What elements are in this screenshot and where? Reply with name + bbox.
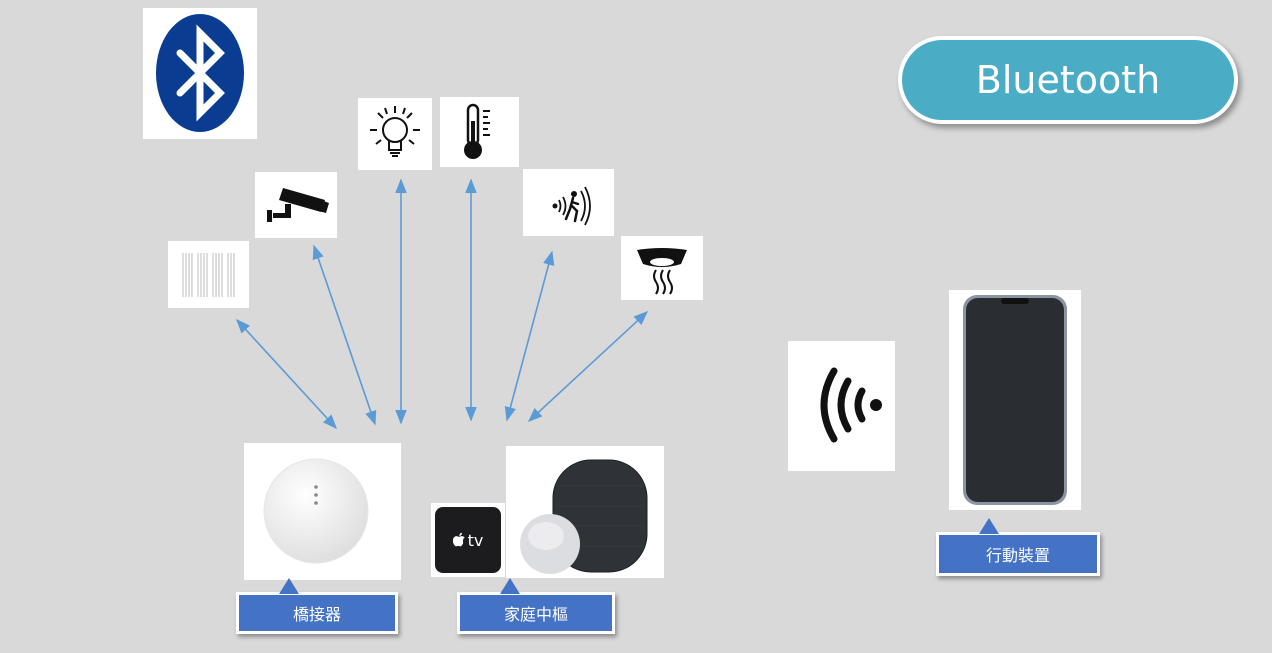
mobile-label-text: 行動裝置 [985,546,1050,565]
arrow-blinds [236,318,337,430]
smoke-detector-icon [637,248,687,295]
signal-tile [788,341,895,471]
bridge-device-tile [244,443,401,580]
smartphone [963,295,1067,505]
motion-sensor-icon [552,186,591,226]
apple-logo-icon [452,532,465,547]
apple-tv-text: tv [467,530,484,550]
mobile-label: 行動裝置 [936,518,1100,576]
smoke-tile [621,236,703,300]
bluetooth-logo-icon [156,14,244,132]
bulb-tile [358,98,432,170]
wireless-signal-icon [820,367,882,443]
thermometer-icon [464,103,490,159]
camera-tile [255,172,337,238]
thermometer-tile [440,97,519,167]
motion-tile [523,169,614,236]
security-camera-icon [267,188,329,222]
bridge-label: 橋接器 [236,578,398,634]
homepod-tile [506,446,664,578]
home-hub-label: 家庭中樞 [457,578,615,634]
blinds-tile [168,241,249,308]
arrow-smoke [527,311,649,422]
bridge-label-text: 橋接器 [292,605,341,624]
window-blinds-icon [182,253,235,297]
apple-tv-box: tv [431,503,505,577]
phone-tile [949,290,1081,510]
bridge-hub-device [263,458,369,564]
title-pill: Bluetooth [898,36,1238,124]
bluetooth-logo-tile [143,8,257,139]
arrow-motion [504,250,555,422]
light-bulb-icon [370,106,420,157]
homepod-speakers [520,459,648,574]
arrow-camera [312,244,377,426]
home-hub-label-text: 家庭中樞 [503,605,568,624]
